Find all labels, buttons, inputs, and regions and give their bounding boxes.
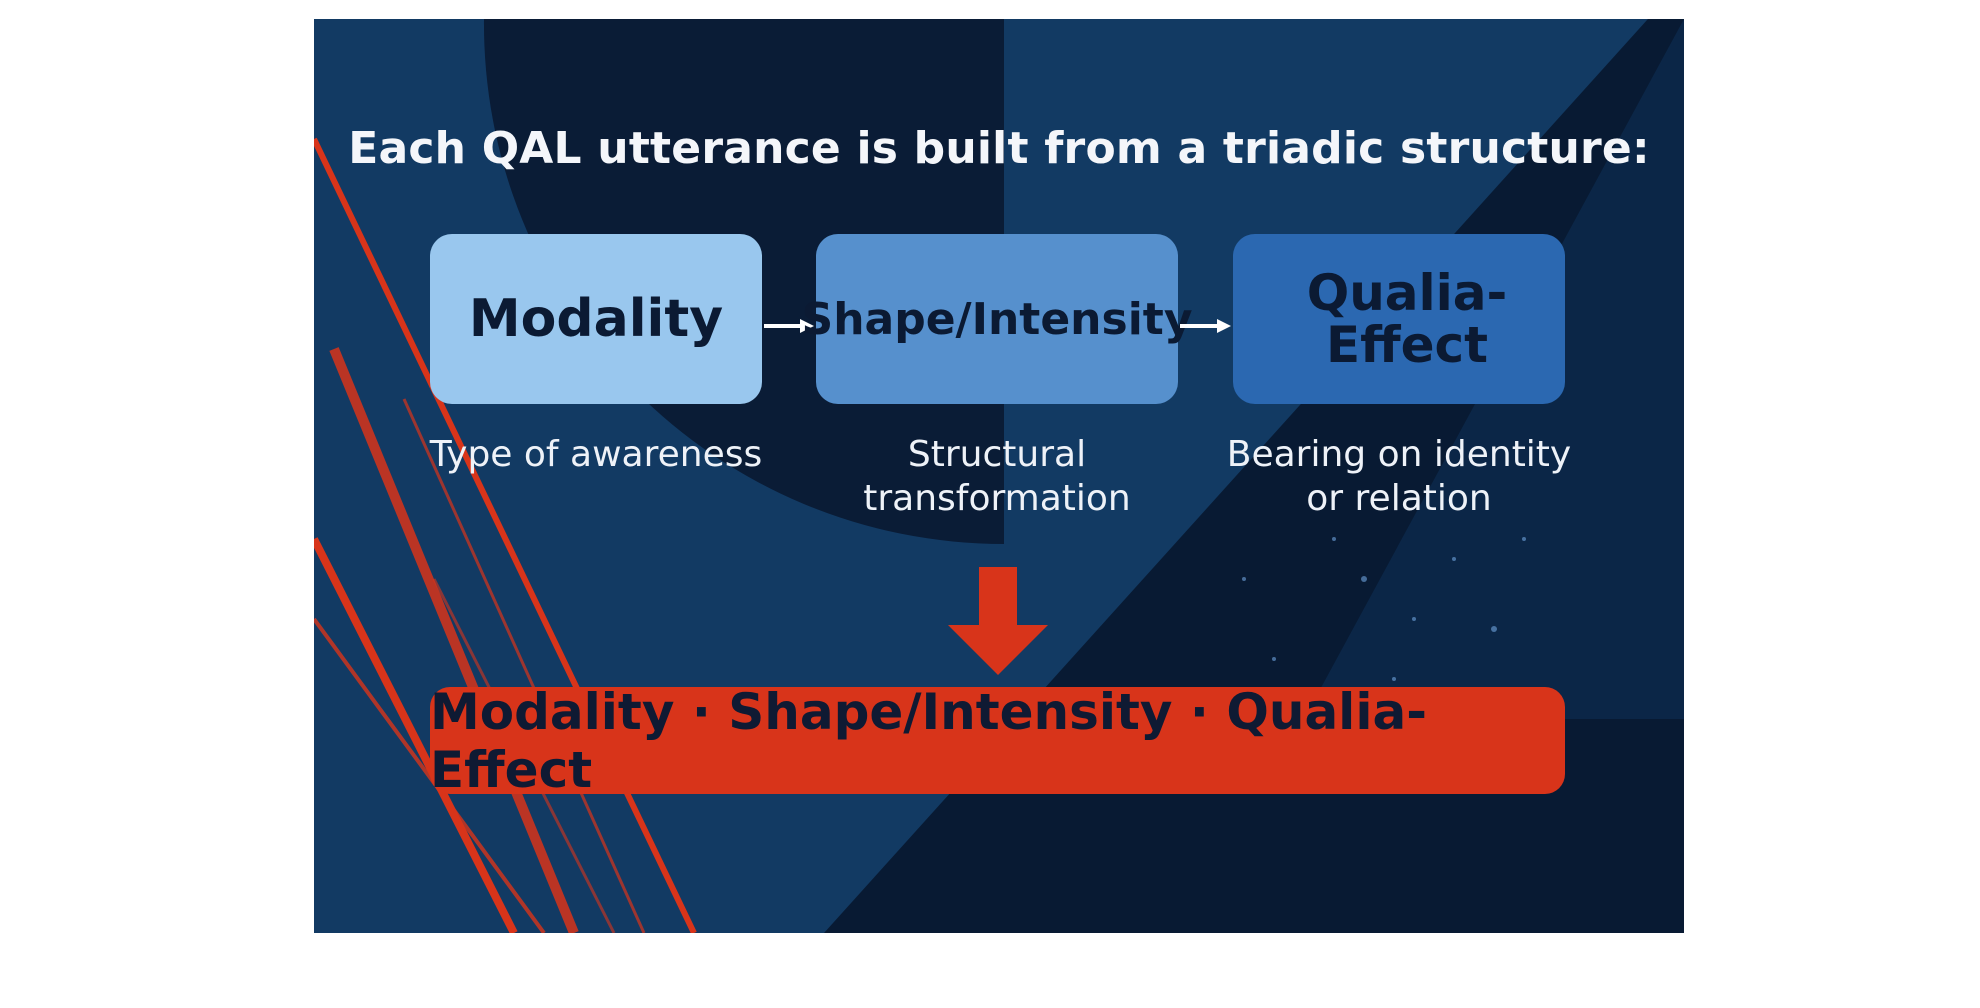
modality-caption: Type of awareness <box>429 434 763 475</box>
diagram-title: Each QAL utterance is built from a triad… <box>348 123 1650 174</box>
right-arrow-icon <box>764 319 814 333</box>
modality-box: Modality <box>430 234 762 404</box>
shape-intensity-box: Shape/Intensity <box>802 234 1193 404</box>
shape-intensity-caption: Structural transformation <box>863 434 1131 519</box>
qualia-effect-caption: Bearing on identity or relation <box>1226 434 1572 519</box>
qualia-effect-label: Qualia-Effect <box>1306 263 1508 374</box>
modality-label: Modality <box>468 289 724 349</box>
down-arrow-icon <box>948 567 1048 675</box>
shape-intensity-label: Shape/Intensity <box>801 293 1193 345</box>
diagram-poster: Each QAL utterance is built from a triad… <box>314 19 1684 933</box>
result-formula-text: Modality · Shape/Intensity · Qualia-Effe… <box>430 682 1427 799</box>
qualia-effect-box: Qualia-Effect <box>1233 234 1565 404</box>
right-arrow-icon <box>1180 319 1231 333</box>
result-formula-bar: Modality · Shape/Intensity · Qualia-Effe… <box>430 683 1565 799</box>
